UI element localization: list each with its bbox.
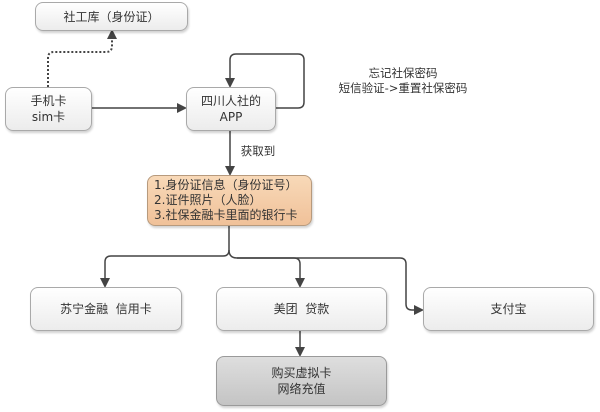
node-meituan-label: 美团 贷款 — [273, 302, 330, 316]
node-meituan: 美团 贷款 — [216, 287, 387, 331]
reset-note-line-2: 短信验证->重置社保密码 — [338, 81, 468, 95]
node-alipay-label: 支付宝 — [490, 302, 527, 316]
edge-app-self-loop — [225, 53, 305, 109]
reset-note-line-1: 忘记社保密码 — [368, 66, 438, 80]
node-virtual-card: 购买虚拟卡 网络充值 — [216, 356, 387, 406]
node-virtual-card-line-2: 网络充值 — [277, 382, 326, 396]
node-info-line-3: 3.社保金融卡里面的银行卡 — [154, 208, 298, 222]
node-virtual-card-line-1: 购买虚拟卡 — [271, 366, 332, 380]
node-suning: 苏宁金融 信用卡 — [30, 287, 182, 331]
node-social-db-label: 社工库（身份证） — [63, 9, 160, 24]
node-alipay: 支付宝 — [423, 287, 594, 331]
node-app-line-1: 四川人社的 — [200, 94, 261, 108]
edge-sim-to-social-db — [47, 29, 117, 87]
node-info-line-1: 1.身份证信息（身份证号） — [154, 178, 298, 192]
obtain-label: 获取到 — [240, 144, 276, 158]
edge-info-to-meituan — [228, 249, 305, 288]
edge-info-to-suning — [100, 249, 230, 288]
node-app: 四川人社的 APP — [186, 87, 276, 131]
node-info-line-2: 2.证件照片（人脸） — [154, 193, 262, 207]
reset-note: 忘记社保密码 短信验证->重置社保密码 — [328, 66, 478, 96]
node-sim-card-line-1: 手机卡 — [30, 94, 67, 108]
node-app-line-2: APP — [219, 110, 243, 124]
edge-info-to-alipay — [237, 257, 424, 315]
node-sim-card-line-2: sim卡 — [31, 110, 66, 124]
node-social-db: 社工库（身份证） — [35, 2, 188, 31]
node-suning-label: 苏宁金融 信用卡 — [60, 302, 152, 316]
node-sim-card: 手机卡 sim卡 — [5, 87, 92, 131]
node-info: 1.身份证信息（身份证号） 2.证件照片（人脸） 3.社保金融卡里面的银行卡 — [147, 175, 312, 226]
